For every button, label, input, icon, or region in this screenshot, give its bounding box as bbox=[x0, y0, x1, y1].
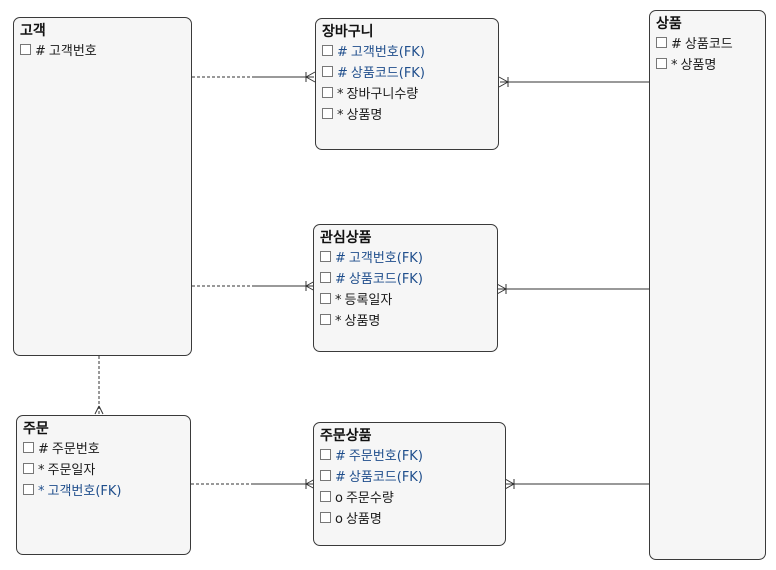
checkbox-icon[interactable] bbox=[322, 66, 333, 77]
checkbox-icon[interactable] bbox=[320, 314, 331, 325]
attribute-key-mark: * bbox=[38, 463, 45, 478]
entity-title: 주문 bbox=[23, 421, 49, 437]
checkbox-icon[interactable] bbox=[656, 58, 667, 69]
attribute-name: 상품명 bbox=[680, 58, 717, 73]
attribute-row: #상품코드 bbox=[656, 34, 759, 55]
attribute-row: #고객번호 bbox=[20, 41, 185, 62]
attribute-list: #고객번호 bbox=[20, 41, 185, 62]
attribute-row: *상품명 bbox=[656, 55, 759, 76]
attribute-name: 상품명 bbox=[346, 108, 383, 123]
checkbox-icon[interactable] bbox=[322, 87, 333, 98]
attribute-name: 상품코드(FK) bbox=[350, 66, 425, 81]
attribute-list: #고객번호(FK)#상품코드(FK)*등록일자*상품명 bbox=[320, 248, 491, 332]
checkbox-icon[interactable] bbox=[23, 484, 34, 495]
attribute-key-mark: * bbox=[337, 108, 344, 123]
attribute-name: 고객번호 bbox=[48, 44, 97, 59]
crowfoot-cart-product bbox=[498, 76, 509, 88]
crowfoot-wishlist-product bbox=[496, 283, 507, 295]
attribute-name: 주문일자 bbox=[47, 463, 96, 478]
entity-product[interactable]: 상품 #상품코드*상품명 bbox=[649, 10, 766, 560]
attribute-key-mark: # bbox=[337, 45, 348, 60]
attribute-key-mark: # bbox=[337, 66, 348, 81]
attribute-list: #상품코드*상품명 bbox=[656, 34, 759, 76]
crowfoot-cart-customer bbox=[305, 71, 316, 83]
attribute-name: 고객번호(FK) bbox=[47, 484, 122, 499]
entity-title: 주문상품 bbox=[320, 428, 372, 444]
checkbox-icon[interactable] bbox=[320, 293, 331, 304]
attribute-row: #주문번호 bbox=[23, 439, 184, 460]
entity-order[interactable]: 주문 #주문번호*주문일자*고객번호(FK) bbox=[16, 415, 191, 555]
attribute-name: 상품코드(FK) bbox=[348, 272, 423, 287]
attribute-name: 주문수량 bbox=[345, 491, 394, 506]
crowfoot-order-customer bbox=[94, 405, 104, 415]
attribute-row: *상품명 bbox=[320, 311, 491, 332]
checkbox-icon[interactable] bbox=[320, 251, 331, 262]
entity-title: 상품 bbox=[656, 16, 682, 32]
attribute-key-mark: o bbox=[335, 512, 343, 527]
checkbox-icon[interactable] bbox=[23, 463, 34, 474]
attribute-row: *주문일자 bbox=[23, 460, 184, 481]
attribute-name: 고객번호(FK) bbox=[350, 45, 425, 60]
attribute-key-mark: o bbox=[335, 491, 343, 506]
attribute-key-mark: # bbox=[335, 272, 346, 287]
attribute-name: 상품명 bbox=[345, 512, 382, 527]
crowfoot-orderitem-product bbox=[504, 478, 515, 490]
entity-cart[interactable]: 장바구니 #고객번호(FK)#상품코드(FK)*장바구니수량*상품명 bbox=[315, 18, 499, 150]
attribute-row: *등록일자 bbox=[320, 290, 491, 311]
entity-customer[interactable]: 고객 #고객번호 bbox=[13, 17, 192, 356]
checkbox-icon[interactable] bbox=[320, 449, 331, 460]
checkbox-icon[interactable] bbox=[320, 512, 331, 523]
attribute-name: 상품코드 bbox=[684, 37, 733, 52]
attribute-row: #고객번호(FK) bbox=[322, 42, 492, 63]
attribute-name: 고객번호(FK) bbox=[348, 251, 423, 266]
attribute-name: 주문번호 bbox=[51, 442, 100, 457]
attribute-row: #상품코드(FK) bbox=[322, 63, 492, 84]
attribute-key-mark: * bbox=[335, 293, 342, 308]
checkbox-icon[interactable] bbox=[322, 108, 333, 119]
checkbox-icon[interactable] bbox=[20, 44, 31, 55]
checkbox-icon[interactable] bbox=[656, 37, 667, 48]
entity-title: 관심상품 bbox=[320, 230, 372, 246]
attribute-list: #주문번호*주문일자*고객번호(FK) bbox=[23, 439, 184, 502]
checkbox-icon[interactable] bbox=[320, 272, 331, 283]
attribute-name: 장바구니수량 bbox=[346, 87, 419, 102]
attribute-key-mark: * bbox=[38, 484, 45, 499]
attribute-key-mark: * bbox=[337, 87, 344, 102]
entity-title: 고객 bbox=[20, 23, 46, 39]
attribute-row: *상품명 bbox=[322, 105, 492, 126]
attribute-row: *장바구니수량 bbox=[322, 84, 492, 105]
attribute-row: *고객번호(FK) bbox=[23, 481, 184, 502]
attribute-key-mark: # bbox=[38, 442, 49, 457]
attribute-name: 주문번호(FK) bbox=[348, 449, 423, 464]
attribute-row: #주문번호(FK) bbox=[320, 446, 499, 467]
checkbox-icon[interactable] bbox=[23, 442, 34, 453]
attribute-name: 상품코드(FK) bbox=[348, 470, 423, 485]
attribute-key-mark: # bbox=[335, 251, 346, 266]
attribute-key-mark: # bbox=[335, 470, 346, 485]
attribute-row: #상품코드(FK) bbox=[320, 467, 499, 488]
entity-wishlist[interactable]: 관심상품 #고객번호(FK)#상품코드(FK)*등록일자*상품명 bbox=[313, 224, 498, 352]
attribute-row: #상품코드(FK) bbox=[320, 269, 491, 290]
attribute-row: #고객번호(FK) bbox=[320, 248, 491, 269]
attribute-name: 상품명 bbox=[344, 314, 381, 329]
attribute-key-mark: # bbox=[35, 44, 46, 59]
attribute-key-mark: # bbox=[671, 37, 682, 52]
attribute-key-mark: # bbox=[335, 449, 346, 464]
attribute-key-mark: * bbox=[335, 314, 342, 329]
attribute-list: #고객번호(FK)#상품코드(FK)*장바구니수량*상품명 bbox=[322, 42, 492, 126]
entity-title: 장바구니 bbox=[322, 24, 374, 40]
checkbox-icon[interactable] bbox=[320, 491, 331, 502]
attribute-name: 등록일자 bbox=[344, 293, 393, 308]
checkbox-icon[interactable] bbox=[320, 470, 331, 481]
attribute-key-mark: * bbox=[671, 58, 678, 73]
checkbox-icon[interactable] bbox=[322, 45, 333, 56]
